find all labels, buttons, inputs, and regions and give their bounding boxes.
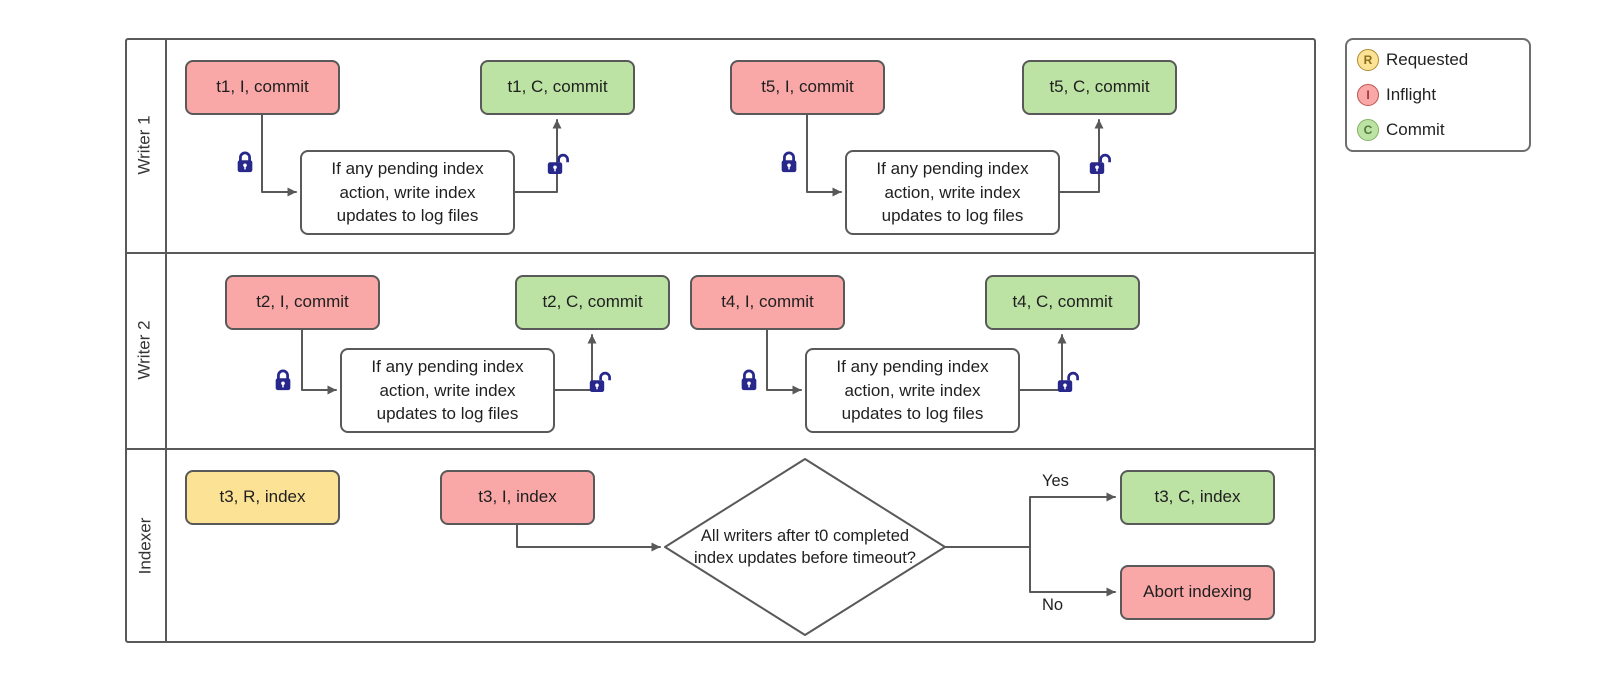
node-t2-commit: t2, C, commit xyxy=(515,275,670,330)
legend-item-requested: R Requested xyxy=(1357,49,1519,71)
legend-label: Inflight xyxy=(1386,85,1437,104)
lane-divider-2 xyxy=(125,448,1316,450)
open-lock-icon xyxy=(546,152,573,183)
decision-text: All writers after t0 completed index upd… xyxy=(694,526,916,567)
lane-label-column-divider xyxy=(165,38,167,643)
node-t1-inflight: t1, I, commit xyxy=(185,60,340,115)
branch-label-no: No xyxy=(1042,596,1064,614)
node-t5-commit: t5, C, commit xyxy=(1022,60,1177,115)
node-t2-index-action: If any pending index action, write index… xyxy=(340,348,555,433)
open-lock-icon xyxy=(1056,370,1083,401)
node-t5-index-action: If any pending index action, write index… xyxy=(845,150,1060,235)
node-t2-inflight: t2, I, commit xyxy=(225,275,380,330)
legend: R Requested I Inflight C Commit xyxy=(1345,38,1531,152)
lane-label-writer1: Writer 1 xyxy=(135,115,155,175)
inflight-state-icon: I xyxy=(1357,84,1379,106)
node-t3-commit: t3, C, index xyxy=(1120,470,1275,525)
node-t4-commit: t4, C, commit xyxy=(985,275,1140,330)
closed-lock-icon xyxy=(778,150,800,181)
closed-lock-icon xyxy=(738,368,760,399)
legend-item-commit: C Commit xyxy=(1357,119,1519,141)
commit-state-icon: C xyxy=(1357,119,1379,141)
open-lock-icon xyxy=(1088,152,1115,183)
node-abort-indexing: Abort indexing xyxy=(1120,565,1275,620)
lane-label-writer2: Writer 2 xyxy=(135,320,155,380)
legend-label: Requested xyxy=(1386,50,1469,69)
lane-label-indexer: Indexer xyxy=(135,517,155,574)
node-t3-inflight: t3, I, index xyxy=(440,470,595,525)
node-t1-index-action: If any pending index action, write index… xyxy=(300,150,515,235)
closed-lock-icon xyxy=(272,368,294,399)
node-t4-index-action: If any pending index action, write index… xyxy=(805,348,1020,433)
requested-state-icon: R xyxy=(1357,49,1379,71)
node-t3-requested: t3, R, index xyxy=(185,470,340,525)
branch-label-yes: Yes xyxy=(1042,472,1069,490)
legend-label: Commit xyxy=(1386,120,1445,139)
closed-lock-icon xyxy=(234,150,256,181)
open-lock-icon xyxy=(588,370,615,401)
node-t1-commit: t1, C, commit xyxy=(480,60,635,115)
node-t5-inflight: t5, I, commit xyxy=(730,60,885,115)
lane-divider-1 xyxy=(125,252,1316,254)
legend-item-inflight: I Inflight xyxy=(1357,84,1519,106)
node-t4-inflight: t4, I, commit xyxy=(690,275,845,330)
